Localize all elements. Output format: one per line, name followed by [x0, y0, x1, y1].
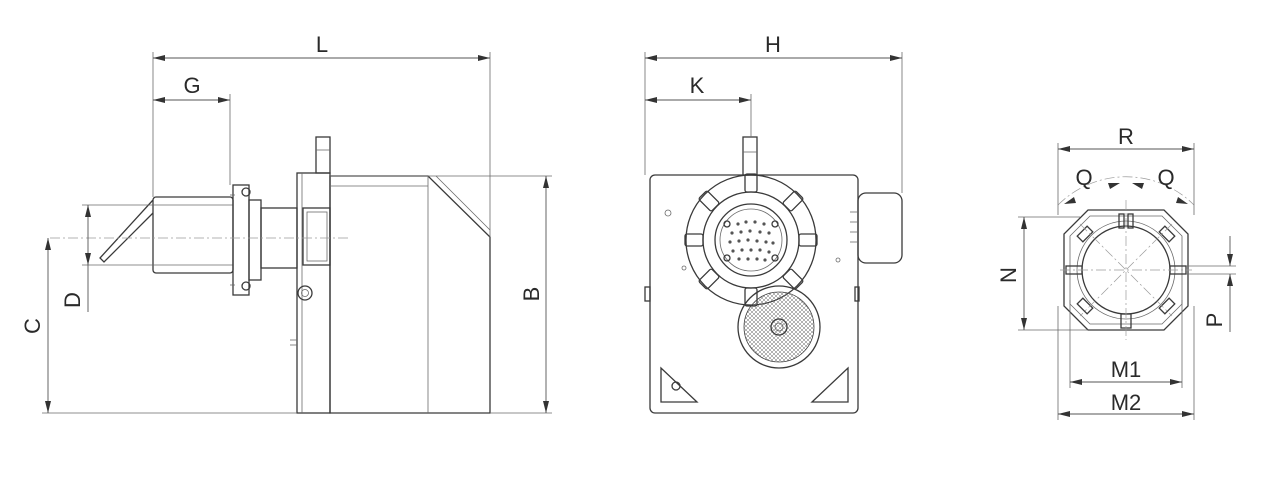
front-view	[644, 136, 903, 414]
dim-label-D: D	[60, 292, 85, 308]
dim-label-C: C	[20, 318, 45, 334]
side-dimensions: L G B C D	[20, 32, 552, 414]
dim-label-Q-left: Q	[1075, 165, 1092, 190]
flange-dimensions: R Q Q N P M1 M2	[996, 124, 1236, 420]
dim-label-M2: M2	[1111, 390, 1142, 415]
flange-view	[1057, 176, 1195, 340]
front-dimensions: H K	[644, 32, 903, 193]
dim-label-M1: M1	[1111, 357, 1142, 382]
dim-label-G: G	[183, 73, 200, 98]
side-view	[50, 136, 491, 414]
dim-label-R: R	[1118, 124, 1134, 149]
dim-label-B: B	[519, 287, 544, 302]
dim-label-Q-right: Q	[1157, 165, 1174, 190]
dim-label-L: L	[316, 32, 328, 57]
dim-label-H: H	[765, 32, 781, 57]
dim-label-K: K	[690, 73, 705, 98]
dim-label-N: N	[996, 267, 1021, 283]
dim-label-P: P	[1202, 313, 1227, 328]
